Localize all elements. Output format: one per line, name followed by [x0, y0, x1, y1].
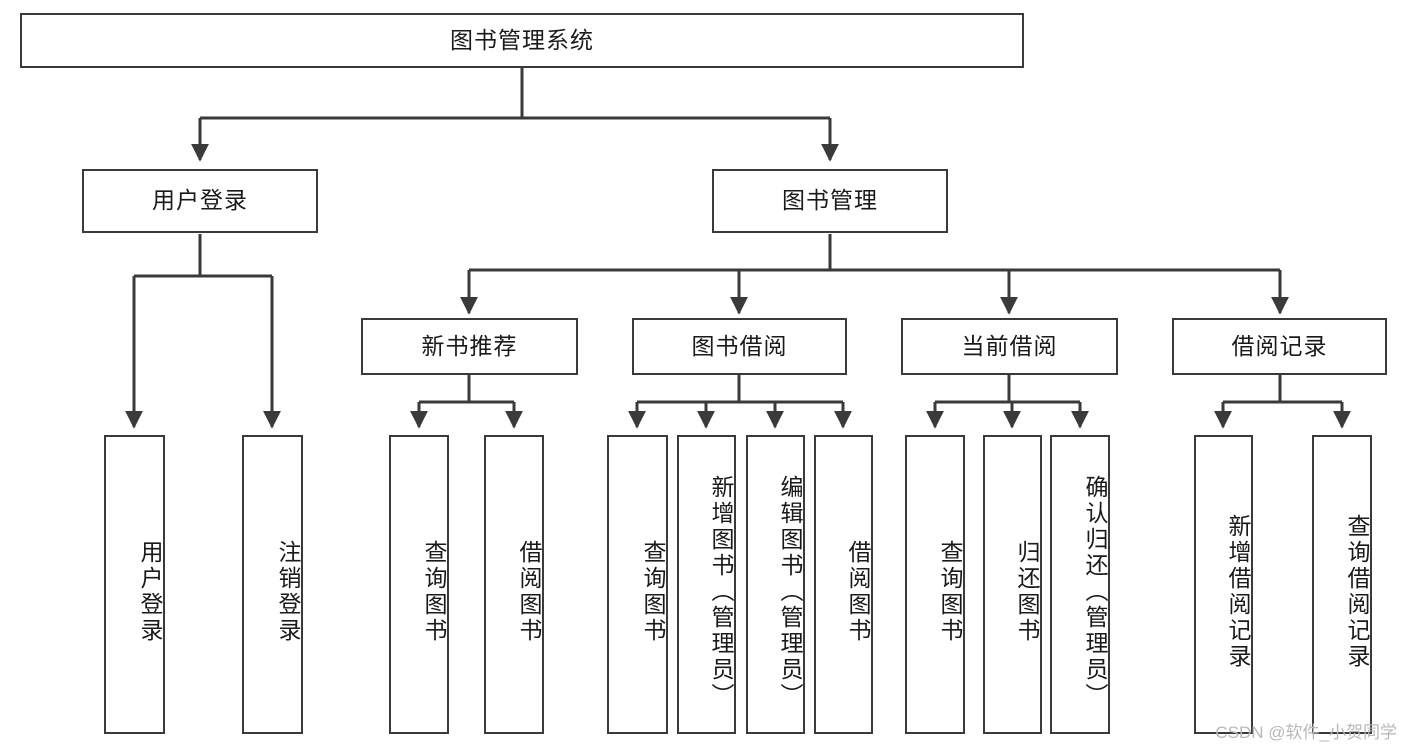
node-leaf-edit-book[interactable]: 编辑图书（管理员） — [746, 435, 805, 734]
node-leaf-query-book-3-label: 查询图书 — [937, 539, 963, 644]
node-book-borrow-label: 图书借阅 — [691, 332, 788, 359]
node-leaf-add-book-label: 新增图书（管理员） — [708, 474, 734, 709]
node-leaf-return-book[interactable]: 归还图书 — [983, 435, 1042, 734]
node-leaf-query-book-1[interactable]: 查询图书 — [389, 435, 449, 734]
node-leaf-add-record-label: 新增借阅记录 — [1225, 513, 1251, 670]
node-root[interactable]: 图书管理系统 — [20, 13, 1024, 68]
node-leaf-borrow-book-2-label: 借阅图书 — [845, 539, 871, 644]
node-leaf-confirm-return-label: 确认归还（管理员） — [1082, 474, 1108, 709]
node-leaf-add-record[interactable]: 新增借阅记录 — [1194, 435, 1253, 734]
csdn-watermark: CSDN @软件_小贺同学 — [1215, 723, 1397, 742]
node-leaf-user-logout-label: 注销登录 — [275, 539, 301, 644]
node-borrow-record[interactable]: 借阅记录 — [1172, 318, 1387, 375]
node-leaf-return-book-label: 归还图书 — [1014, 539, 1040, 644]
node-root-label: 图书管理系统 — [450, 26, 594, 53]
node-leaf-query-record[interactable]: 查询借阅记录 — [1312, 435, 1372, 734]
node-leaf-query-record-label: 查询借阅记录 — [1344, 513, 1370, 670]
node-leaf-borrow-book-1-label: 借阅图书 — [516, 539, 542, 644]
node-borrow-record-label: 借阅记录 — [1231, 332, 1328, 359]
node-leaf-borrow-book-2[interactable]: 借阅图书 — [814, 435, 873, 734]
node-current-borrow[interactable]: 当前借阅 — [901, 318, 1118, 375]
node-leaf-borrow-book-1[interactable]: 借阅图书 — [484, 435, 544, 734]
node-user-login[interactable]: 用户登录 — [82, 169, 318, 233]
node-new-book-recommend[interactable]: 新书推荐 — [361, 318, 578, 375]
node-leaf-query-book-2-label: 查询图书 — [640, 539, 666, 644]
node-leaf-user-login-label: 用户登录 — [137, 539, 163, 644]
node-leaf-edit-book-label: 编辑图书（管理员） — [777, 474, 803, 709]
node-leaf-confirm-return[interactable]: 确认归还（管理员） — [1050, 435, 1110, 734]
node-leaf-query-book-3[interactable]: 查询图书 — [905, 435, 965, 734]
node-new-book-recommend-label: 新书推荐 — [421, 332, 518, 359]
node-current-borrow-label: 当前借阅 — [961, 332, 1058, 359]
node-book-management[interactable]: 图书管理 — [712, 169, 948, 233]
node-leaf-user-logout[interactable]: 注销登录 — [242, 435, 303, 734]
node-leaf-add-book[interactable]: 新增图书（管理员） — [677, 435, 736, 734]
node-user-login-label: 用户登录 — [152, 187, 248, 214]
node-leaf-query-book-1-label: 查询图书 — [421, 539, 447, 644]
node-book-borrow[interactable]: 图书借阅 — [632, 318, 847, 375]
node-book-management-label: 图书管理 — [782, 187, 878, 214]
node-leaf-query-book-2[interactable]: 查询图书 — [607, 435, 668, 734]
node-leaf-user-login[interactable]: 用户登录 — [104, 435, 165, 734]
